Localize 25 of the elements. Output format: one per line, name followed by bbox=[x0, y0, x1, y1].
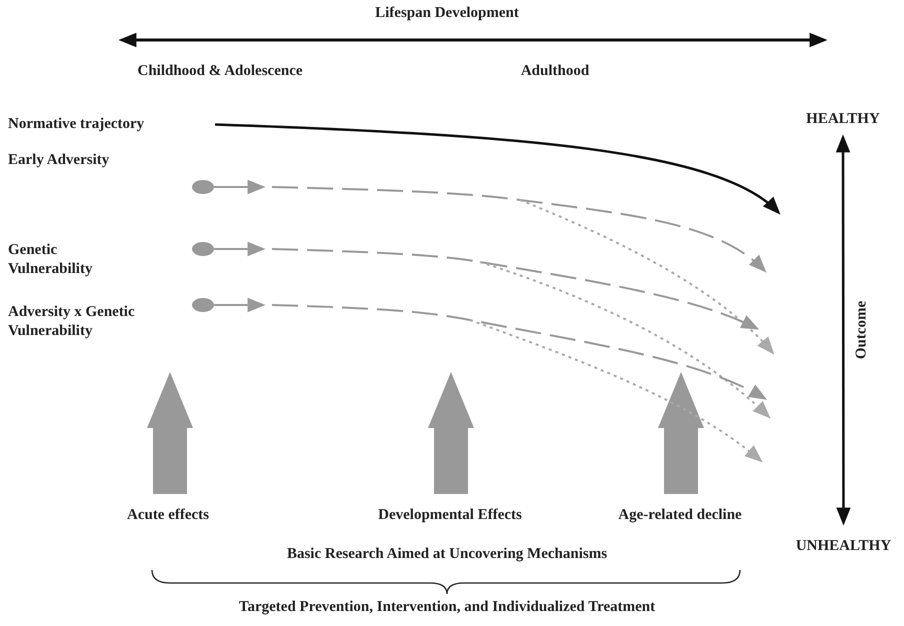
trajectory-arrow bbox=[214, 180, 266, 194]
stage-label: Acute effects bbox=[126, 506, 210, 525]
row-label: Adversity x Genetic Vulnerability bbox=[8, 303, 136, 341]
axis-label: Adulthood bbox=[520, 62, 590, 81]
row-label: Genetic Vulnerability bbox=[8, 241, 94, 279]
double-arrow bbox=[836, 134, 851, 526]
annotation-text: Targeted Prevention, Intervention, and Individualized Treatment bbox=[238, 598, 656, 617]
stage-label: Developmental Effects bbox=[378, 506, 522, 525]
row-label: HEALTHY bbox=[806, 110, 880, 129]
start-dot bbox=[192, 180, 214, 194]
axis-title: Lifespan Development bbox=[375, 4, 519, 23]
trajectory-arrow bbox=[214, 242, 266, 256]
row-label: Normative trajectory bbox=[8, 115, 144, 134]
trajectory-arrow bbox=[214, 298, 266, 312]
trajectory-arrow bbox=[214, 123, 781, 214]
row-label: Early Adversity bbox=[8, 151, 110, 170]
trajectory-arrow bbox=[272, 186, 767, 272]
start-dot bbox=[192, 242, 214, 256]
axis-label: Childhood & Adolescence bbox=[138, 62, 302, 81]
stage-label: Age-related decline bbox=[618, 506, 742, 525]
trajectory-arrow bbox=[272, 304, 768, 400]
trajectory-arrow bbox=[272, 248, 760, 330]
annotation-text: Basic Research Aimed at Uncovering Mechanisms bbox=[286, 545, 608, 564]
row-label: UNHEALTHY bbox=[796, 537, 892, 556]
start-dot bbox=[192, 298, 214, 312]
